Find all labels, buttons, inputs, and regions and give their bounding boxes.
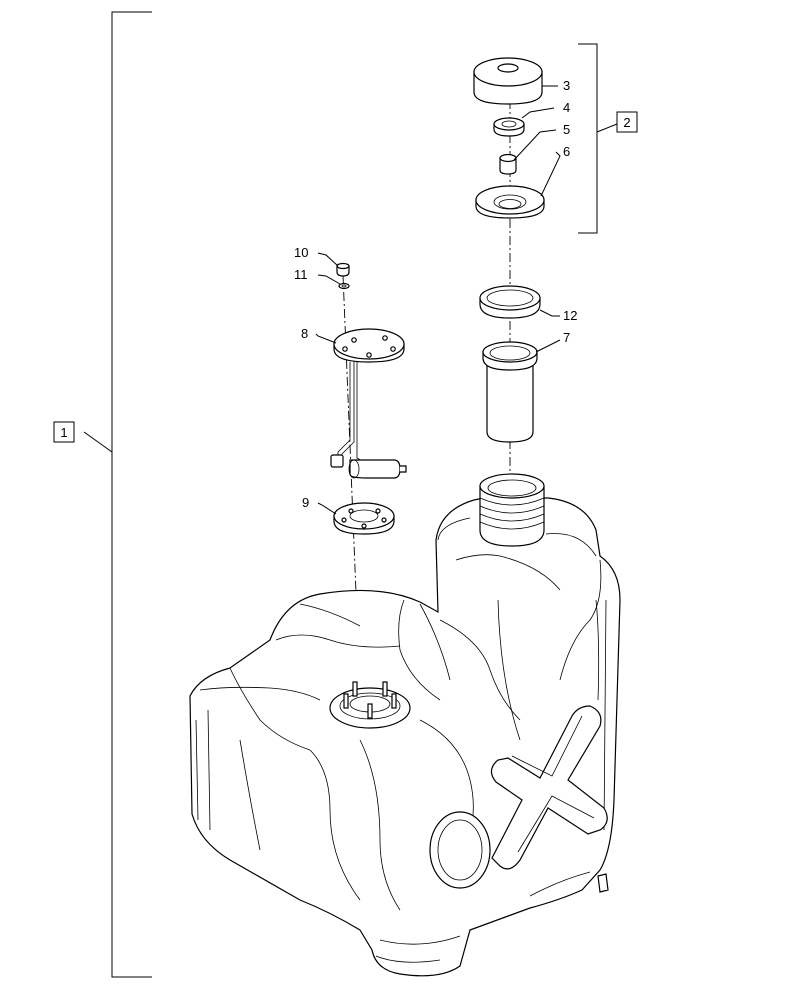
callout-7: 7 [563,330,570,345]
cap-gasket [493,117,525,137]
fuel-tank [189,473,621,977]
callout-8: 8 [301,326,308,341]
sender-washer [338,282,350,290]
sender-nut [336,262,350,277]
callout-3: 3 [563,78,570,93]
leader-lines [315,85,561,515]
callout-10: 10 [294,245,308,260]
callout-6: 6 [563,144,570,159]
assembly-bracket-cap-group [578,43,618,234]
cap-insert [499,153,517,175]
callout-11: 11 [294,267,308,282]
filler-flange [475,185,545,219]
callout-4: 4 [563,100,570,115]
callout-9: 9 [302,495,309,510]
callout-12: 12 [563,308,577,323]
svg-text:1: 1 [60,425,67,440]
filler-seal-ring [479,285,541,319]
assembly-label-cap-group: 2 [616,111,638,133]
svg-text:2: 2 [623,115,630,130]
assembly-label-main: 1 [53,421,75,443]
sender-gasket [333,502,395,535]
filler-strainer [482,341,538,443]
callout-5: 5 [563,122,570,137]
filler-cap [473,57,543,105]
fuel-level-sender [330,328,407,479]
assembly-bracket-main [83,11,152,978]
